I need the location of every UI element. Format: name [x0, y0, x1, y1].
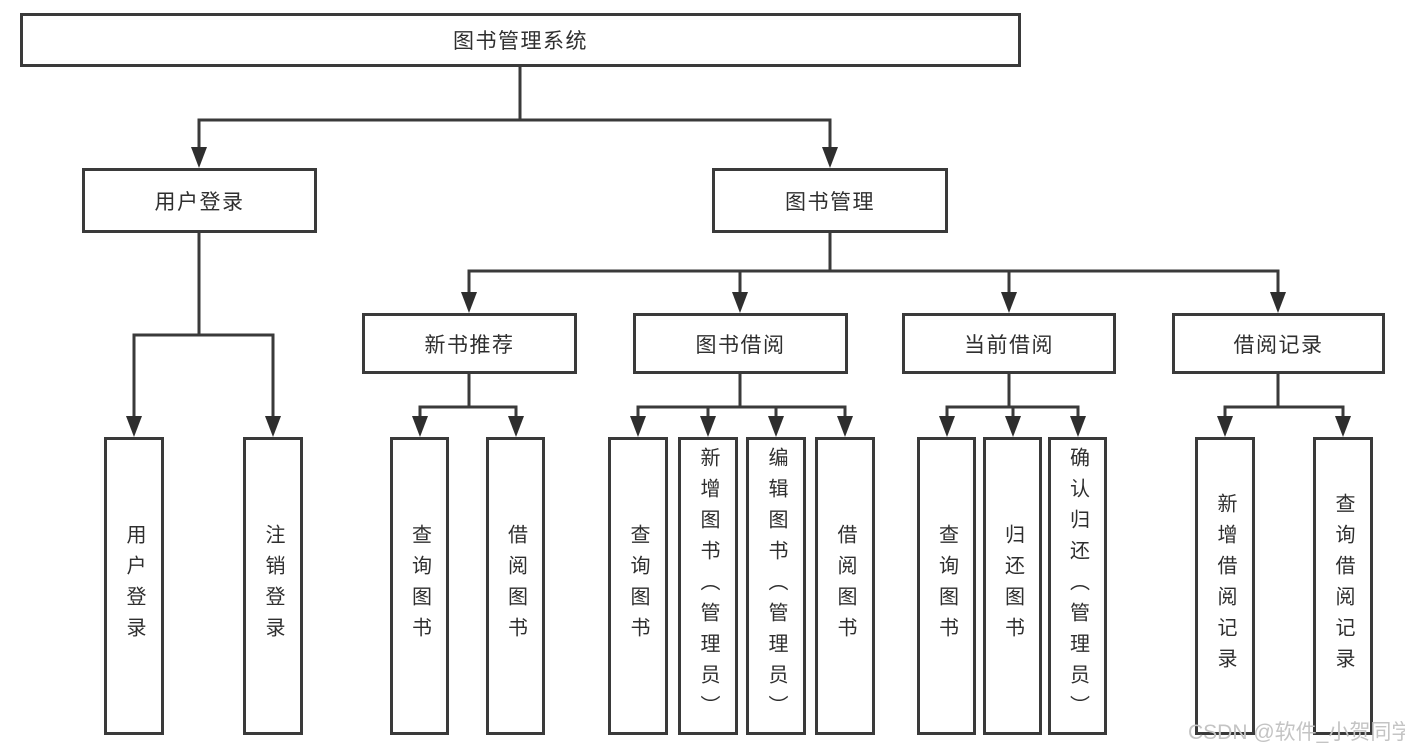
- node-label: 图书管理系统: [453, 30, 588, 53]
- node-book-management: 图书管理: [712, 168, 948, 233]
- node-borrowing-records: 借阅记录: [1172, 313, 1385, 374]
- leaf-newbook-query-books: 查询图书: [390, 437, 449, 735]
- leaf-logout: 注销登录: [243, 437, 303, 735]
- leaf-label: 新增借阅记录: [1214, 493, 1236, 679]
- leaf-label: 借阅图书: [504, 524, 527, 648]
- leaf-borrowing-edit-book-admin: 编辑图书（管理员）: [746, 437, 806, 735]
- leaf-newbook-borrow-books: 借阅图书: [486, 437, 545, 735]
- node-library-system-root: 图书管理系统: [20, 13, 1021, 67]
- leaf-label: 借阅图书: [834, 524, 856, 648]
- node-label: 用户登录: [154, 190, 245, 214]
- leaf-label: 编辑图书（管理员）: [765, 446, 787, 726]
- leaf-current-return-books: 归还图书: [983, 437, 1042, 735]
- leaf-current-confirm-return-admin: 确认归还（管理员）: [1048, 437, 1107, 735]
- leaf-current-query-books: 查询图书: [917, 437, 976, 735]
- leaf-label: 用户登录: [123, 524, 145, 648]
- leaf-label: 归还图书: [1001, 524, 1024, 648]
- leaf-label: 查询借阅记录: [1332, 493, 1354, 679]
- node-user-login: 用户登录: [82, 168, 317, 233]
- leaf-user-login: 用户登录: [104, 437, 164, 735]
- leaf-label: 查询图书: [935, 524, 958, 648]
- node-new-book-recommendation: 新书推荐: [362, 313, 577, 374]
- leaf-label: 注销登录: [262, 524, 284, 648]
- leaf-records-query-borrow-record: 查询借阅记录: [1313, 437, 1373, 735]
- leaf-label: 查询图书: [408, 524, 431, 648]
- node-current-borrowing: 当前借阅: [902, 313, 1116, 374]
- node-label: 借阅记录: [1233, 333, 1324, 357]
- node-label: 图书管理: [785, 190, 875, 214]
- node-label: 图书借阅: [695, 333, 786, 357]
- node-label: 当前借阅: [964, 333, 1054, 357]
- leaf-label: 查询图书: [627, 524, 649, 648]
- leaf-borrowing-query-books: 查询图书: [608, 437, 668, 735]
- leaf-label: 新增图书（管理员）: [697, 446, 719, 726]
- leaf-borrowing-borrow-books: 借阅图书: [815, 437, 875, 735]
- leaf-records-add-borrow-record: 新增借阅记录: [1195, 437, 1255, 735]
- csdn-watermark: CSDN @软件_小贺同学: [1188, 721, 1405, 744]
- node-book-borrowing: 图书借阅: [633, 313, 848, 374]
- node-label: 新书推荐: [424, 333, 515, 357]
- leaf-borrowing-add-book-admin: 新增图书（管理员）: [678, 437, 738, 735]
- leaf-label: 确认归还（管理员）: [1066, 446, 1089, 726]
